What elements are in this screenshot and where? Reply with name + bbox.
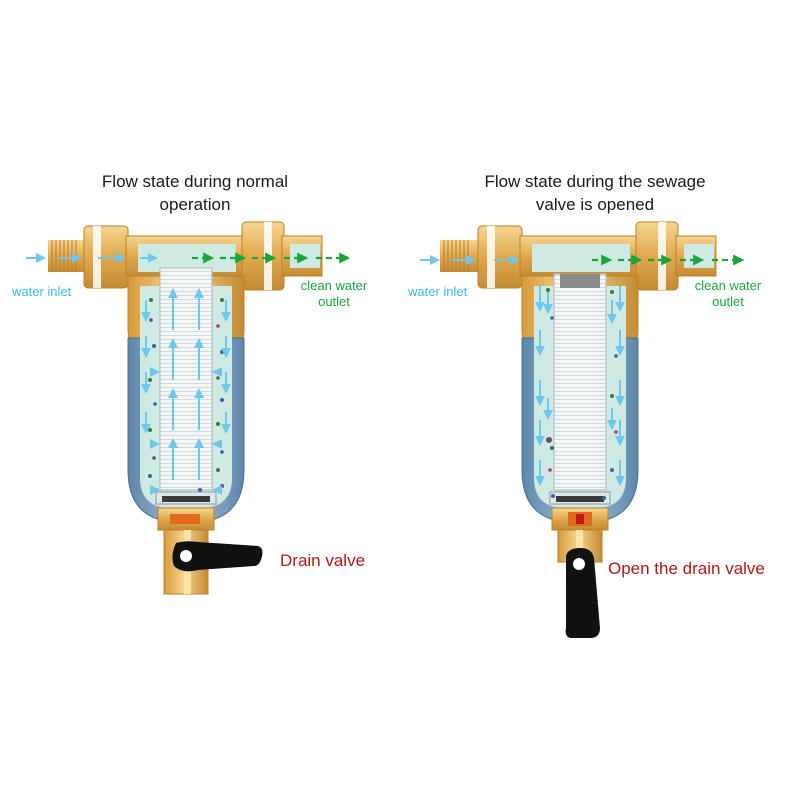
right-outlet-nut <box>635 221 679 291</box>
left-internal-arrows <box>141 288 231 495</box>
left-inlet-pipe <box>48 240 90 272</box>
right-outlet-label-line1: clean water <box>694 278 762 293</box>
right-inlet-nut <box>477 225 523 289</box>
right-drain-handle[interactable] <box>565 548 600 638</box>
left-filter-assembly <box>26 221 351 595</box>
left-valve-label: Drain valve <box>280 551 366 570</box>
left-handle-screw <box>180 550 192 562</box>
right-panel-title: Flow state during the sewage valve is op… <box>450 170 740 216</box>
right-inlet-thread <box>443 240 469 272</box>
right-inlet-label: water inlet <box>408 284 468 299</box>
right-title-line1: Flow state during the sewage <box>484 172 706 191</box>
left-panel-title: Flow state during normal operation <box>60 170 330 216</box>
right-particles <box>546 288 618 500</box>
right-filter-assembly <box>420 221 745 638</box>
right-inlet-pipe <box>440 240 482 272</box>
left-inlet-thread <box>51 240 77 272</box>
left-title-line1: Flow state during normal <box>101 172 289 191</box>
right-valve-label: Open the drain valve <box>608 559 765 578</box>
right-title-line2: valve is opened <box>535 195 655 214</box>
left-outlet-label-line1: clean water <box>300 278 368 293</box>
right-outlet-label: clean water outlet <box>688 278 768 310</box>
left-outlet-nut <box>241 221 285 291</box>
left-drain-handle[interactable] <box>172 541 263 572</box>
left-outlet-label-line2: outlet <box>318 294 350 309</box>
right-water-channel <box>532 244 630 272</box>
right-internal-arrows <box>535 286 625 486</box>
right-filter-core <box>553 273 607 491</box>
right-handle-screw <box>573 558 585 570</box>
left-outlet-label: clean water outlet <box>294 278 374 310</box>
left-title-line2: operation <box>159 195 231 214</box>
left-filter-core <box>159 267 213 491</box>
left-inlet-label: water inlet <box>12 284 72 299</box>
right-outlet-label-line2: outlet <box>712 294 744 309</box>
